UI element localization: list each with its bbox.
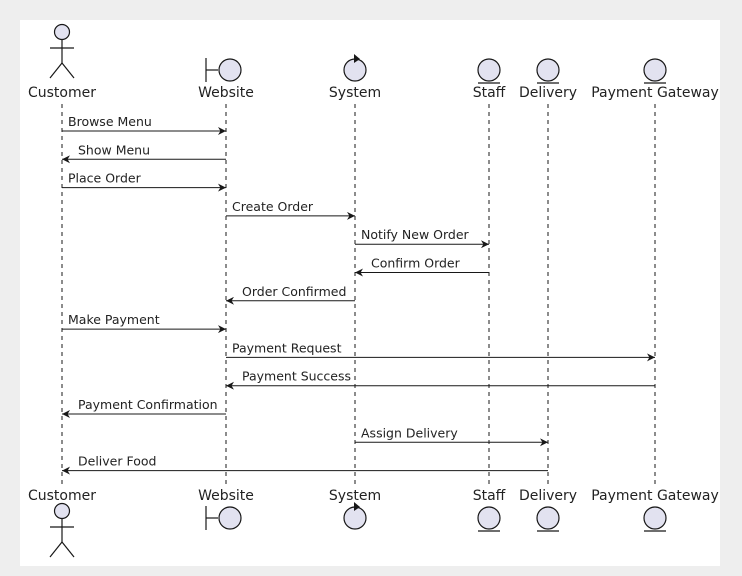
staff-entity-icon-top xyxy=(477,58,501,84)
delivery-entity-icon-bottom xyxy=(536,506,560,532)
message-label: Place Order xyxy=(68,171,142,186)
participant-label-system-top: System xyxy=(329,85,381,101)
system-control-icon-top xyxy=(343,54,367,82)
message-2: Show Menu xyxy=(62,142,226,164)
message-6: Confirm Order xyxy=(355,256,489,277)
message-label: Deliver Food xyxy=(78,454,156,469)
participant-label-website-bottom: Website xyxy=(198,488,254,504)
sequence-diagram: CustomerCustomerWebsiteWebsiteSystemSyst… xyxy=(28,23,719,558)
gateway-entity-icon-top xyxy=(643,58,667,84)
participant-label-gateway-top: Payment Gateway xyxy=(591,85,719,101)
message-label: Notify New Order xyxy=(361,227,470,242)
message-8: Make Payment xyxy=(62,312,226,334)
gateway-entity-icon-bottom xyxy=(643,506,667,532)
message-1: Browse Menu xyxy=(62,114,226,135)
message-label: Payment Success xyxy=(242,369,351,384)
message-label: Browse Menu xyxy=(68,114,152,129)
message-12: Assign Delivery xyxy=(355,425,548,447)
lifelines xyxy=(61,104,656,486)
participant-label-staff-top: Staff xyxy=(473,85,506,101)
participant-label-system-bottom: System xyxy=(329,488,381,504)
message-5: Notify New Order xyxy=(355,227,489,249)
message-label: Show Menu xyxy=(78,142,150,157)
participant-label-customer-top: Customer xyxy=(28,85,96,101)
delivery-entity-icon-top xyxy=(536,58,560,84)
message-label: Payment Confirmation xyxy=(78,397,218,412)
system-control-icon-bottom xyxy=(343,502,367,530)
message-label: Confirm Order xyxy=(371,256,461,271)
customer-actor-icon-top xyxy=(49,23,75,79)
message-label: Make Payment xyxy=(68,312,160,327)
participant-label-delivery-top: Delivery xyxy=(519,85,577,101)
message-label: Payment Request xyxy=(232,340,342,355)
participant-label-staff-bottom: Staff xyxy=(473,488,506,504)
customer-actor-icon-bottom xyxy=(49,502,75,558)
website-boundary-icon-bottom xyxy=(205,506,242,530)
message-13: Deliver Food xyxy=(62,454,548,475)
message-7: Order Confirmed xyxy=(226,284,355,305)
website-boundary-icon-top xyxy=(205,58,242,82)
message-10: Payment Success xyxy=(226,369,655,390)
message-label: Order Confirmed xyxy=(242,284,346,299)
message-3: Place Order xyxy=(62,171,226,192)
staff-entity-icon-bottom xyxy=(477,506,501,532)
message-4: Create Order xyxy=(226,199,355,220)
message-11: Payment Confirmation xyxy=(62,397,226,418)
participant-label-delivery-bottom: Delivery xyxy=(519,488,577,504)
participant-label-website-top: Website xyxy=(198,85,254,101)
participant-label-gateway-bottom: Payment Gateway xyxy=(591,488,719,504)
participant-label-customer-bottom: Customer xyxy=(28,488,96,504)
message-label: Create Order xyxy=(232,199,314,214)
participants: CustomerCustomerWebsiteWebsiteSystemSyst… xyxy=(28,23,719,558)
message-label: Assign Delivery xyxy=(361,425,458,440)
message-9: Payment Request xyxy=(226,340,655,362)
